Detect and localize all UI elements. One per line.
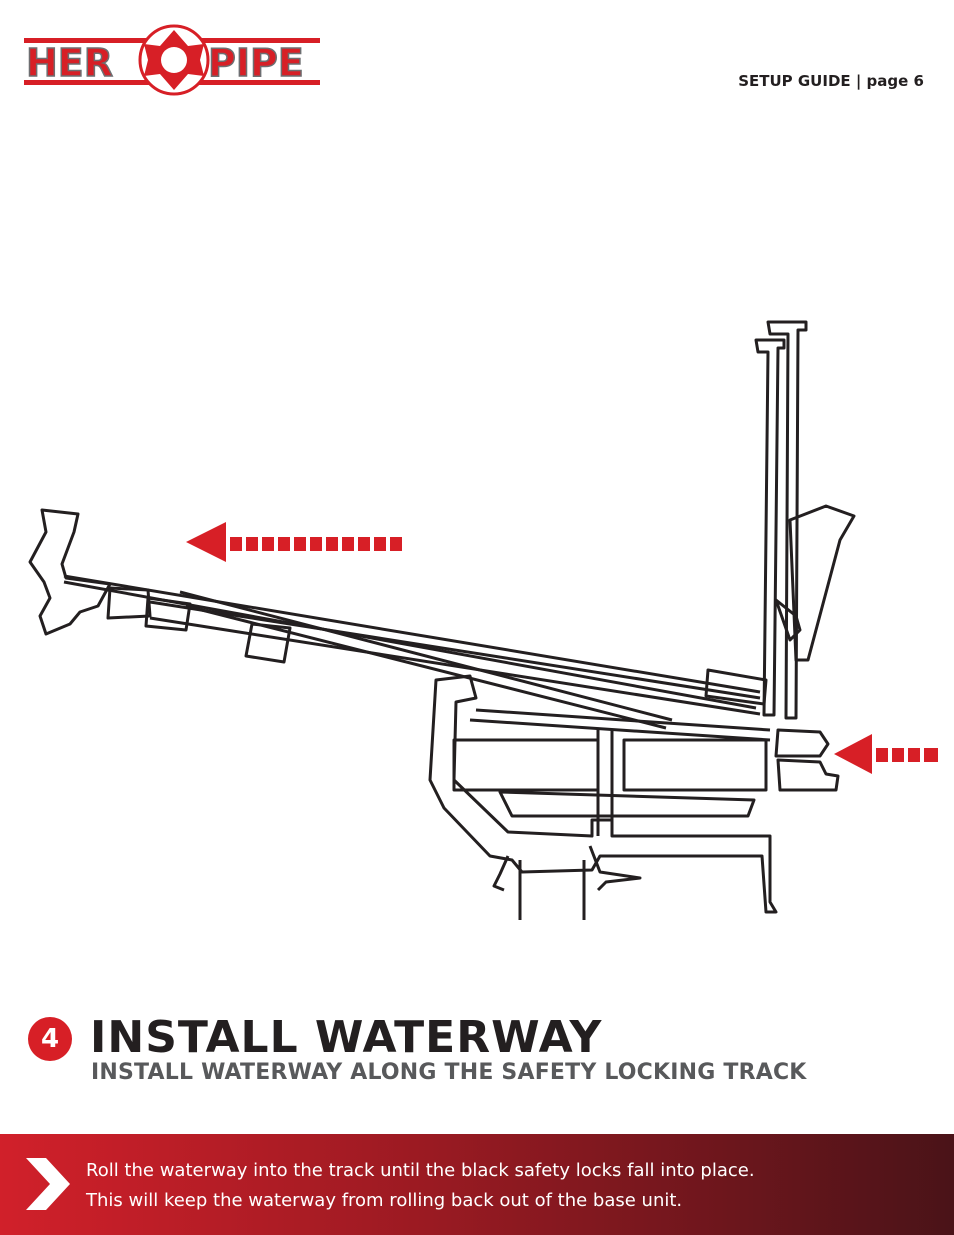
instruction-bar: Roll the waterway into the track until t… [0, 1134, 954, 1235]
slide-collar [244, 622, 292, 664]
arrow-left-small-icon [834, 734, 938, 774]
right-nozzle-lever [774, 598, 802, 642]
step-number-badge: 4 [28, 1017, 72, 1061]
mast-inner [754, 338, 786, 717]
logo-text-left: HER [26, 41, 113, 85]
logo-graphic: HER PIPE [24, 24, 320, 96]
mast-outer [766, 320, 808, 720]
instruction-text: Roll the waterway into the track until t… [86, 1156, 755, 1216]
stand-legs [492, 855, 586, 920]
step-subtitle: INSTALL WATERWAY ALONG THE SAFETY LOCKIN… [91, 1060, 807, 1085]
safety-lock-block [704, 668, 768, 706]
left-nozzle [28, 508, 112, 636]
waterway-pipe-middle [149, 600, 761, 716]
chevron-right-icon [26, 1158, 70, 1210]
hero-pipe-logo: HER PIPE [22, 22, 322, 100]
stand-latch [588, 845, 642, 892]
track-lower-rail [498, 790, 756, 818]
right-nozzle [788, 504, 856, 662]
instruction-line-1: Roll the waterway into the track until t… [86, 1160, 755, 1181]
waterway-pipe-top [63, 574, 761, 710]
step-title: INSTALL WATERWAY [90, 1012, 603, 1063]
inlet-fitting-bottom [776, 758, 840, 792]
arrow-left-icon [186, 522, 402, 562]
base-track-left [452, 738, 600, 792]
page-header-label: SETUP GUIDE | page 6 [738, 72, 924, 90]
track-divider [596, 730, 614, 836]
track-rail [469, 708, 771, 742]
base-track-right [622, 738, 768, 792]
maltese-cross-icon [138, 24, 210, 96]
waterway-installation-illustration [0, 300, 954, 940]
logo-text-right: PIPE [208, 41, 304, 85]
inlet-fitting-top [774, 728, 830, 758]
instruction-line-2: This will keep the waterway from rolling… [86, 1190, 683, 1211]
waterway-diagram [28, 320, 938, 920]
